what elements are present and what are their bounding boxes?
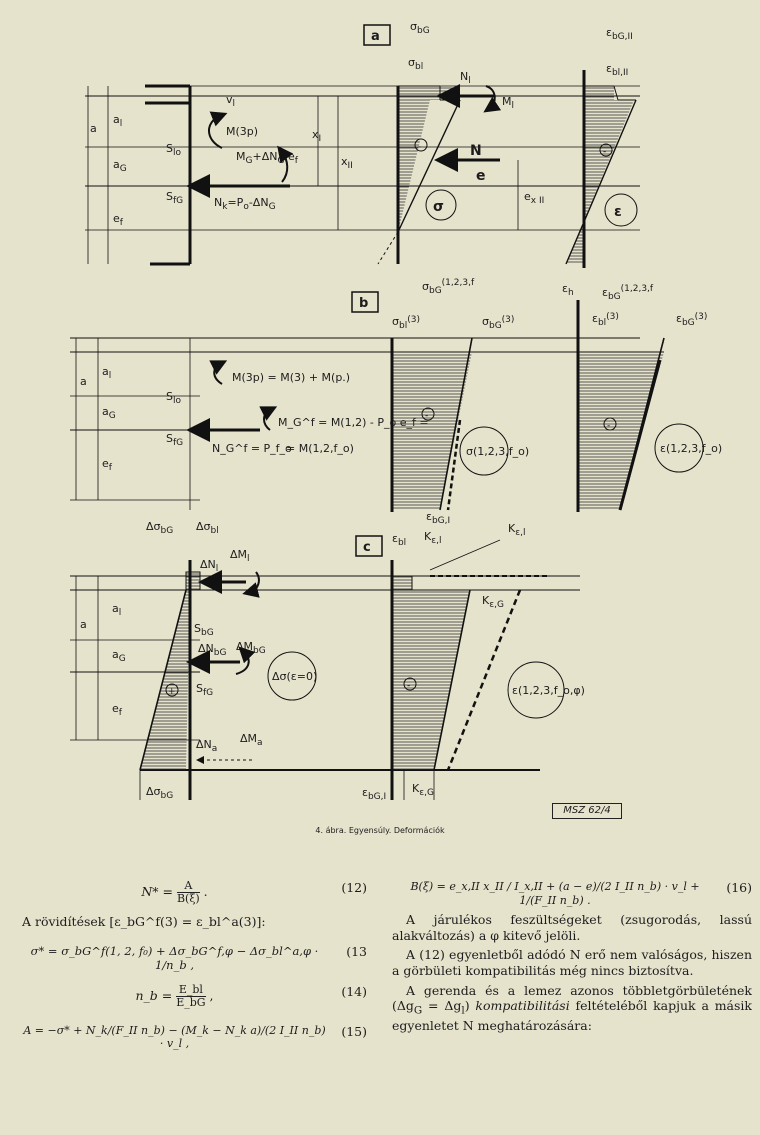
svg-text:xII: xII [341,155,353,171]
equation-13: σ* = σ_bG^f(1, 2, f₀) + Δσ_bG^f,φ − Δσ_b… [30,943,367,972]
svg-text:εbG,II: εbG,II [606,26,633,42]
svg-text:M(3p): M(3p) [226,125,258,138]
svg-text:+: + [168,687,176,697]
svg-text:ΔMbG: ΔMbG [236,640,266,656]
svg-text:ΔMl: ΔMl [230,548,250,564]
svg-text:σbG(3): σbG(3) [482,315,514,331]
svg-text:ΔNa: ΔNa [196,738,217,754]
svg-text:σbG(1,2,3,f: σbG(1,2,3,f [422,278,475,296]
svg-text:εbl(3): εbl(3) [592,312,619,328]
svg-text:ef: ef [112,702,123,718]
svg-text:Nl: Nl [460,70,471,86]
svg-text:ΔσbG: ΔσbG [146,520,173,536]
equation-15: A = −σ* + N_k/(F_II n_b) − (M_k − N_k a)… [23,1023,367,1051]
svg-text:Slo: Slo [166,390,181,406]
svg-text:εbl,II: εbl,II [606,62,628,78]
svg-text:σbl: σbl [408,56,423,72]
svg-text:xI: xI [312,128,321,144]
svg-text:ΔσbG: ΔσbG [146,785,173,801]
svg-text:Nk=Po-ΔNG: Nk=Po-ΔNG [214,196,276,212]
svg-text:aG: aG [102,405,116,421]
paragraph-3: A gerenda és a lemez azonos többletgörbü… [392,982,752,1033]
panel-a: a a al aG ef vl Slo SfG M(3p) MG+ΔNG ef … [85,20,640,268]
svg-text:-: - [425,411,428,421]
panel-c: c a al aG ef + ΔσbG Δσbl ΔMl ΔNl SbG ΔNb… [70,510,585,802]
svg-text:σbl(3): σbl(3) [392,315,420,331]
svg-text:-: - [603,147,606,157]
figure-caption: 4. ábra. Egyensúly. Deformációk [315,826,445,835]
svg-text:a: a [90,122,97,135]
b-force: N_G^f = P_f_o [212,442,292,455]
b-epsilon: ε(1,2,3,f_o) [660,442,722,455]
svg-text:εbG,I: εbG,I [362,786,386,802]
b-moment: M(3p) = M(3) + M(p.) [232,371,350,384]
svg-text:εbl: εbl [392,532,406,548]
svg-text:-: - [407,681,410,691]
svg-text:ΔMa: ΔMa [240,732,263,748]
svg-text:al: al [112,602,121,618]
svg-text:ΔNbG: ΔNbG [198,642,226,658]
svg-text:-: - [418,142,421,152]
svg-text:ef: ef [102,457,113,473]
panel-b-label: b [359,296,368,311]
panel-b: b a al aG ef Slo SfG M(3p) = M(3) + M(p.… [70,278,722,512]
svg-text:aG: aG [113,158,127,174]
svg-text:Kε,G: Kε,G [412,782,434,798]
svg-text:SbG: SbG [194,622,214,638]
svg-text:εbG(1,2,3,f: εbG(1,2,3,f [602,284,654,302]
svg-text:Ml: Ml [502,95,514,111]
svg-text:Δσbl: Δσbl [196,520,219,536]
b-moment3: = M(1,2,f_o) [286,442,354,455]
svg-text:Slo: Slo [166,142,181,158]
sigma-label: σ [433,199,444,215]
svg-text:MG+ΔNG ef: MG+ΔNG ef [236,150,299,166]
svg-text:vl: vl [226,93,235,109]
svg-text:aG: aG [112,648,126,664]
svg-text:al: al [113,113,122,129]
abbreviations: A rövidítések [ε_bG^f(3) = ε_bl^a(3)]: [22,914,266,929]
panel-a-label: a [371,29,380,44]
svg-text:SfG: SfG [166,190,183,206]
svg-text:ΔNl: ΔNl [200,558,218,574]
svg-text:a: a [80,375,87,388]
figure-stamp: MSZ 62/4 [552,803,622,819]
svg-text:Kε,G: Kε,G [482,594,504,610]
c-delta-sigma: Δσ(ε=0) [272,670,317,683]
N-label: N [470,143,482,159]
svg-text:ex II: ex II [524,190,544,206]
svg-text:-: - [607,421,610,431]
e-label: e [476,168,486,184]
svg-text:ef: ef [113,212,124,228]
svg-text:al: al [102,365,111,381]
equation-16: B(ξ) = e_x,II x_II / I_x,II + (a − e)/(2… [410,880,752,907]
svg-text:σbG: σbG [410,20,430,36]
epsilon-label: ε [614,204,622,220]
svg-text:εbG,I: εbG,I [426,510,450,526]
paragraph-1: A járulékos feszültségeket (zsugorodás, … [392,912,752,943]
svg-text:a: a [80,618,87,631]
paragraph-2: A (12) egyenletből adódó N erő nem valós… [392,947,752,978]
svg-text:Kε,l: Kε,l [508,522,525,538]
b-sigma: σ(1,2,3,f_o) [466,445,529,458]
svg-text:Kε,l: Kε,l [424,530,441,546]
right-column: B(ξ) = e_x,II x_II / I_x,II + (a − e)/(2… [392,872,752,1037]
svg-text:εh: εh [562,282,574,298]
svg-text:εbG(3): εbG(3) [676,312,707,328]
svg-text:SfG: SfG [166,432,183,448]
panel-c-label: c [363,540,371,555]
svg-text:SfG: SfG [196,682,213,698]
c-epsilon: ε(1,2,3,f_o,φ) [512,684,585,697]
figure: a a al aG ef vl Slo SfG M(3p) MG+ΔNG ef … [70,20,722,802]
